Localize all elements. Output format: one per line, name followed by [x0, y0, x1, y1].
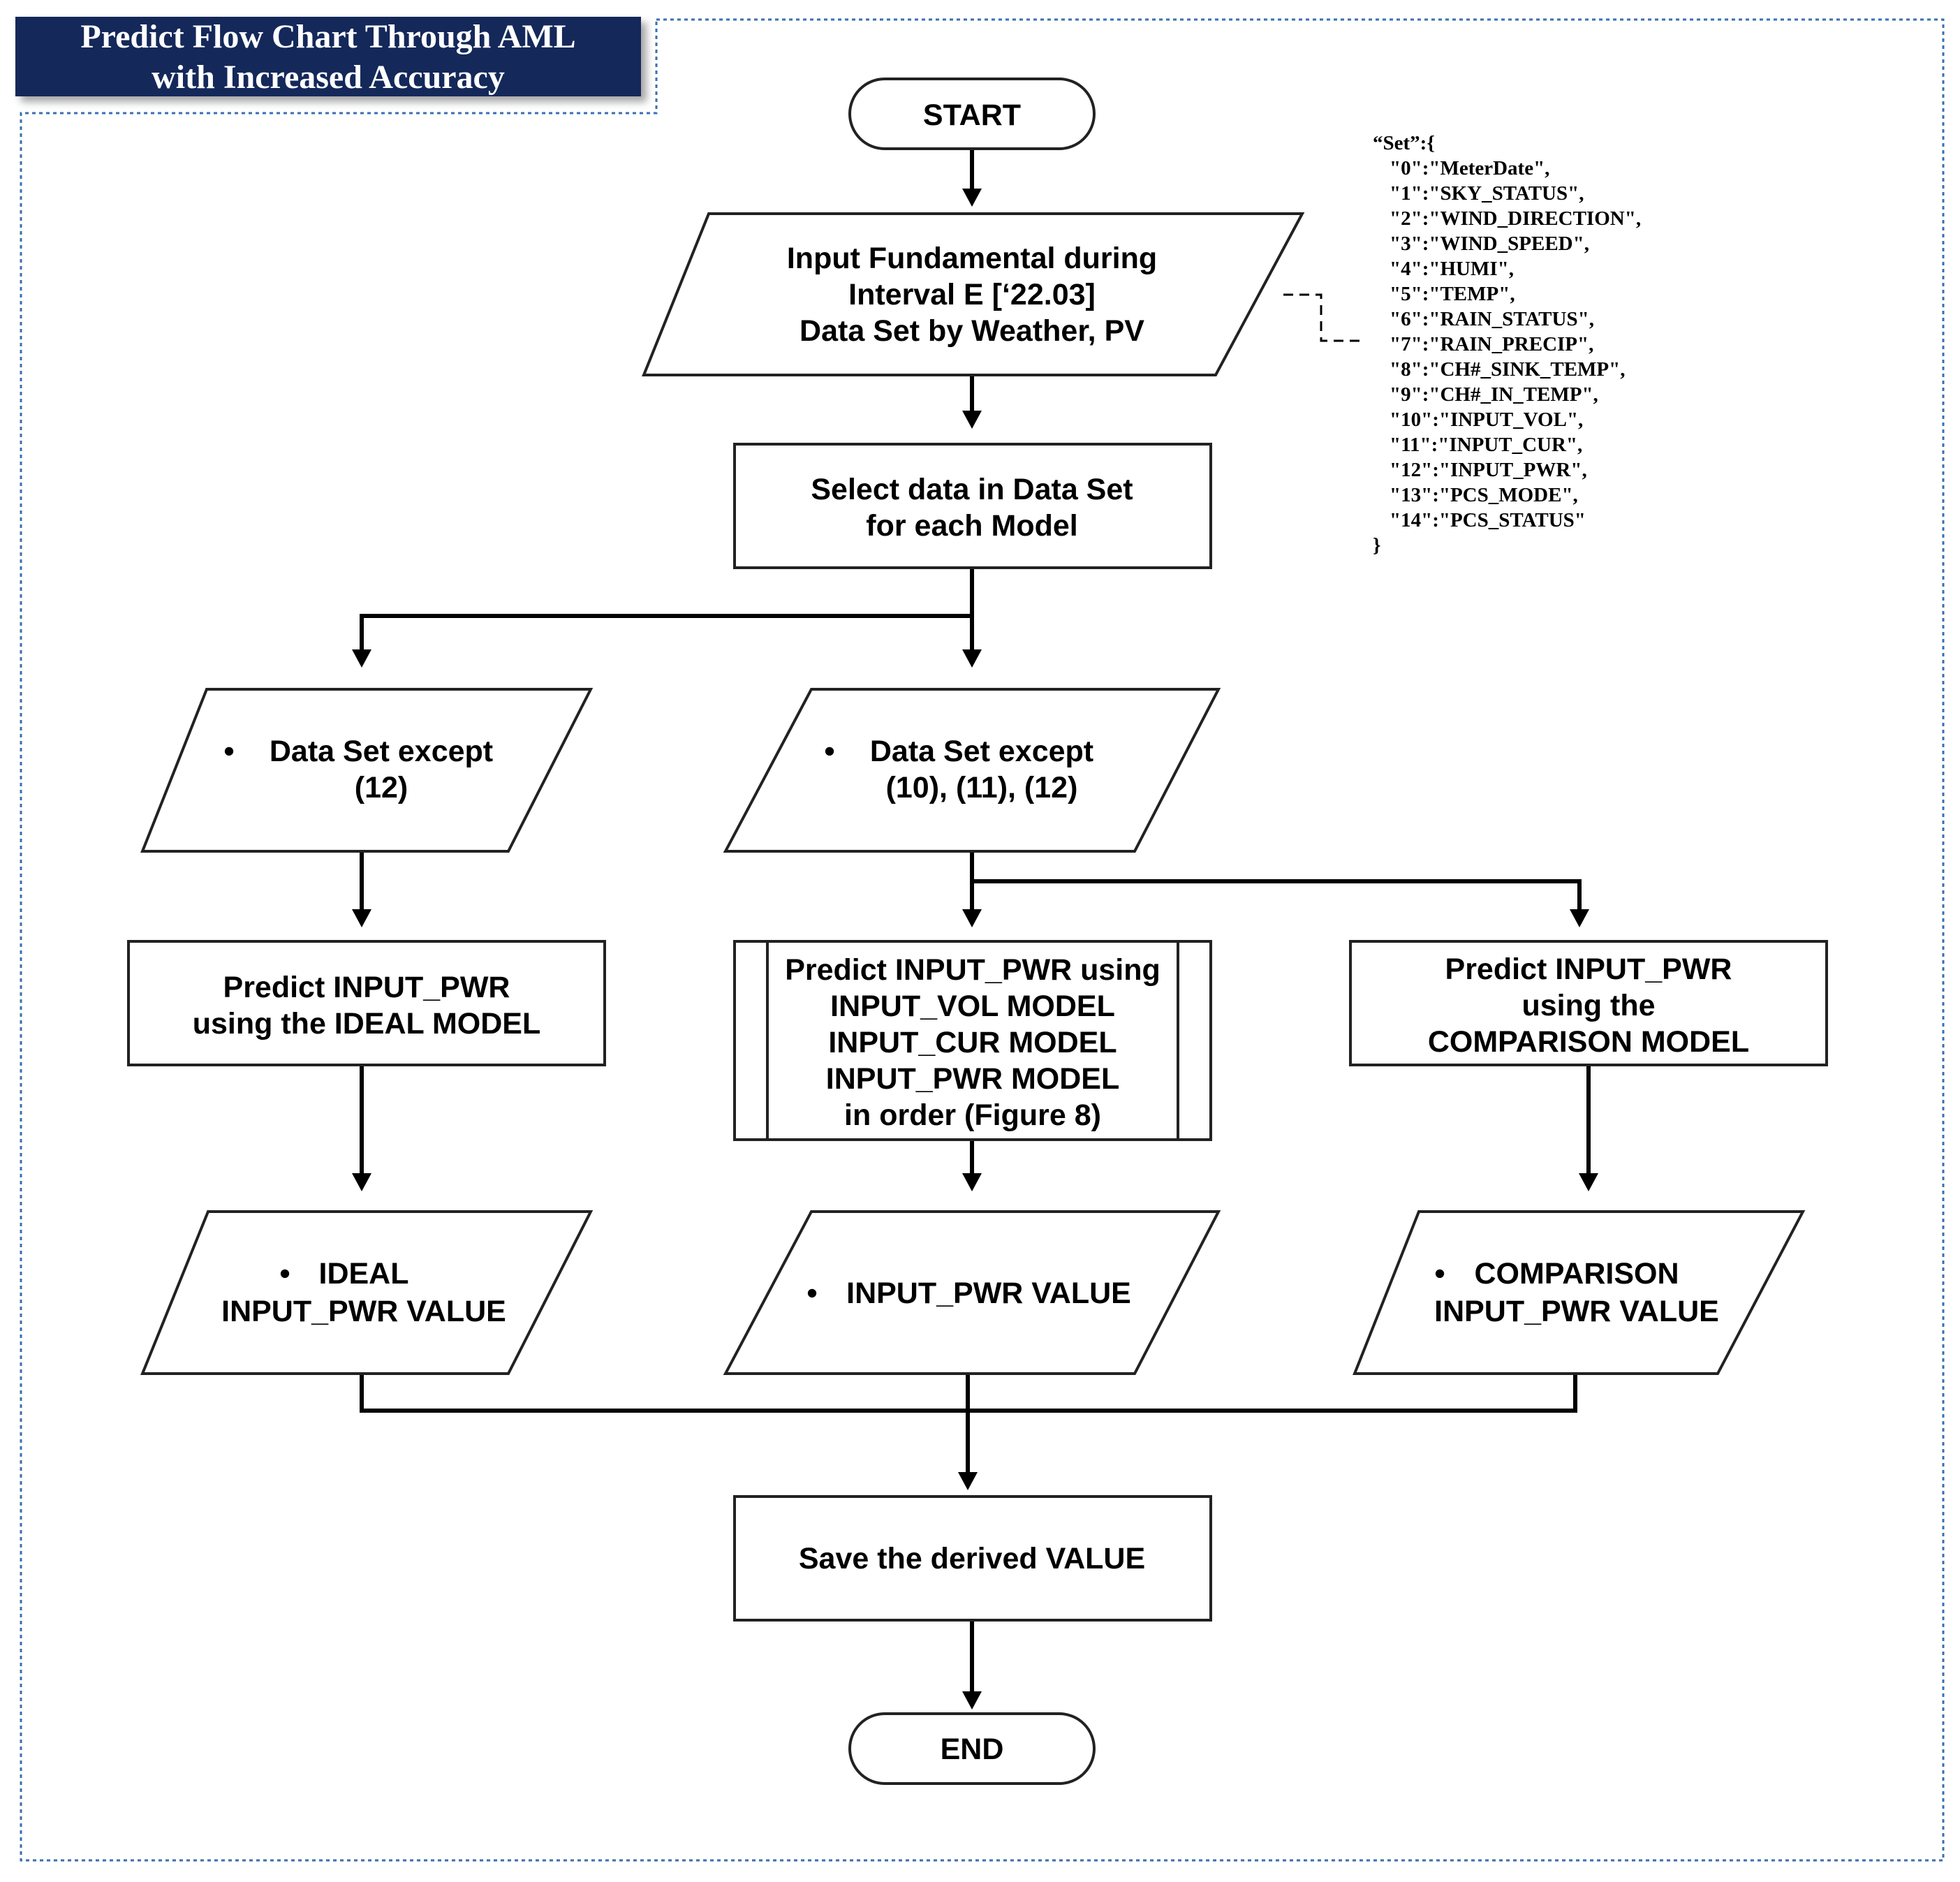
- dataset-json-annotation: “Set”:{ "0":"MeterDate", "1":"SKY_STATUS…: [1373, 132, 1641, 557]
- json-line: “Set”:{: [1373, 132, 1435, 154]
- json-line: }: [1373, 534, 1380, 557]
- diagram-frame: [20, 18, 1945, 1862]
- json-line: "2":"WIND_DIRECTION",: [1390, 207, 1641, 230]
- edge-mid-comparison: [972, 879, 1582, 911]
- end-label: END: [941, 1733, 1004, 1766]
- bullet: •: [806, 1277, 817, 1310]
- arrowhead: [1579, 1173, 1598, 1191]
- select-label-1: Select data in Data Set: [811, 473, 1133, 506]
- value-pwr-shape: [723, 1210, 1221, 1375]
- arrowhead: [958, 1472, 978, 1490]
- predict-comparison-label-1: Predict INPUT_PWR: [1445, 953, 1732, 986]
- value-pwr-label: INPUT_PWR VALUE: [846, 1277, 1131, 1310]
- value-ideal-label-1: IDEAL: [319, 1257, 409, 1291]
- bullet: •: [279, 1257, 290, 1291]
- predict-ideal-label-1: Predict INPUT_PWR: [223, 971, 510, 1004]
- json-line: "11":"INPUT_CUR",: [1390, 434, 1582, 456]
- start-label: START: [923, 98, 1021, 132]
- input-label-3: Data Set by Weather, PV: [800, 314, 1144, 348]
- end-node: END: [848, 1712, 1096, 1785]
- input-shape: [642, 212, 1305, 376]
- json-line: "1":"SKY_STATUS",: [1390, 182, 1584, 205]
- arrowhead: [962, 909, 982, 927]
- save-shape: [733, 1495, 1212, 1622]
- input-label-1: Input Fundamental during: [787, 242, 1157, 275]
- title-line-2: with Increased Accuracy: [152, 59, 505, 96]
- arrowhead: [962, 411, 982, 429]
- dataset-mid-label-2: (10), (11), (12): [886, 771, 1078, 804]
- annotation-connector: [1283, 293, 1362, 342]
- arrowhead: [352, 1173, 371, 1191]
- dataset-left-label-2: (12): [355, 771, 408, 804]
- select-node: Select data in Data Set for each Model: [733, 443, 1212, 569]
- value-pwr-node: • INPUT_PWR VALUE: [723, 1210, 1221, 1375]
- value-ideal-node: • IDEAL INPUT_PWR VALUE: [140, 1210, 594, 1375]
- json-line: "10":"INPUT_VOL",: [1390, 409, 1583, 431]
- dataset-left-node: • Data Set except (12): [140, 688, 594, 853]
- predict-comparison-shape: [1349, 940, 1828, 1066]
- json-line: "7":"RAIN_PRECIP",: [1390, 333, 1593, 355]
- value-comparison-label-1: COMPARISON: [1474, 1257, 1679, 1291]
- json-line: "6":"RAIN_STATUS",: [1390, 308, 1594, 330]
- select-label-2: for each Model: [866, 509, 1077, 543]
- start-shape: [848, 78, 1096, 150]
- predict-order-shape: [733, 940, 1212, 1141]
- dataset-left-label-1: Data Set except: [270, 735, 493, 768]
- predict-ideal-node: Predict INPUT_PWR using the IDEAL MODEL: [127, 940, 606, 1066]
- save-label: Save the derived VALUE: [799, 1542, 1145, 1575]
- title-line-1: Predict Flow Chart Through AML: [80, 18, 576, 55]
- value-ideal-label-2: INPUT_PWR VALUE: [221, 1295, 506, 1328]
- predict-order-label-5: in order (Figure 8): [844, 1098, 1101, 1132]
- json-line: "9":"CH#_IN_TEMP",: [1390, 383, 1598, 406]
- arrowhead: [352, 909, 371, 927]
- value-comparison-node: • COMPARISON INPUT_PWR VALUE: [1353, 1210, 1806, 1375]
- input-label-2: Interval E [‘22.03]: [848, 278, 1096, 311]
- dataset-mid-node: • Data Set except (10), (11), (12): [723, 688, 1221, 853]
- predict-ideal-label-2: using the IDEAL MODEL: [193, 1007, 541, 1041]
- bullet: •: [223, 735, 234, 768]
- json-line: "4":"HUMI",: [1390, 258, 1514, 280]
- arrowhead: [962, 649, 982, 668]
- bullet: •: [824, 735, 834, 768]
- predict-ideal-shape: [127, 940, 606, 1066]
- predict-order-label-4: INPUT_PWR MODEL: [826, 1062, 1119, 1096]
- bullet: •: [1434, 1257, 1445, 1291]
- dataset-left-shape: [140, 688, 594, 853]
- arrowhead: [352, 649, 371, 668]
- arrowhead: [962, 189, 982, 207]
- select-shape: [733, 443, 1212, 569]
- value-comparison-shape: [1353, 1210, 1806, 1375]
- json-line: "8":"CH#_SINK_TEMP",: [1390, 358, 1626, 381]
- arrowhead: [1570, 909, 1589, 927]
- value-ideal-shape: [140, 1210, 594, 1375]
- save-node: Save the derived VALUE: [733, 1495, 1212, 1622]
- predict-comparison-label-2: using the: [1521, 989, 1655, 1022]
- json-line: "3":"WIND_SPEED",: [1390, 233, 1589, 255]
- predict-order-node: Predict INPUT_PWR using INPUT_VOL MODEL …: [733, 940, 1212, 1141]
- dataset-mid-shape: [723, 688, 1221, 853]
- json-line: "14":"PCS_STATUS": [1390, 509, 1586, 531]
- input-node: Input Fundamental during Interval E [‘22…: [642, 212, 1305, 376]
- start-node: START: [848, 78, 1096, 150]
- json-line: "5":"TEMP",: [1390, 283, 1515, 305]
- arrowhead: [962, 1691, 982, 1710]
- json-line: "13":"PCS_MODE",: [1390, 484, 1578, 506]
- title-banner: Predict Flow Chart Through AML with Incr…: [15, 17, 641, 96]
- predict-order-label-3: INPUT_CUR MODEL: [828, 1026, 1117, 1059]
- json-line: "12":"INPUT_PWR",: [1390, 459, 1587, 481]
- connectors: [352, 149, 1598, 1710]
- edge-split-left: [360, 614, 972, 651]
- end-shape: [848, 1712, 1096, 1785]
- dataset-mid-label-1: Data Set except: [870, 735, 1093, 768]
- predict-order-label-1: Predict INPUT_PWR using: [785, 953, 1160, 987]
- predict-comparison-label-3: COMPARISON MODEL: [1428, 1025, 1749, 1059]
- json-line: "0":"MeterDate",: [1390, 157, 1549, 179]
- predict-comparison-node: Predict INPUT_PWR using the COMPARISON M…: [1349, 940, 1828, 1066]
- value-comparison-label-2: INPUT_PWR VALUE: [1434, 1295, 1719, 1328]
- predict-order-label-2: INPUT_VOL MODEL: [830, 990, 1115, 1023]
- arrowhead: [962, 1173, 982, 1191]
